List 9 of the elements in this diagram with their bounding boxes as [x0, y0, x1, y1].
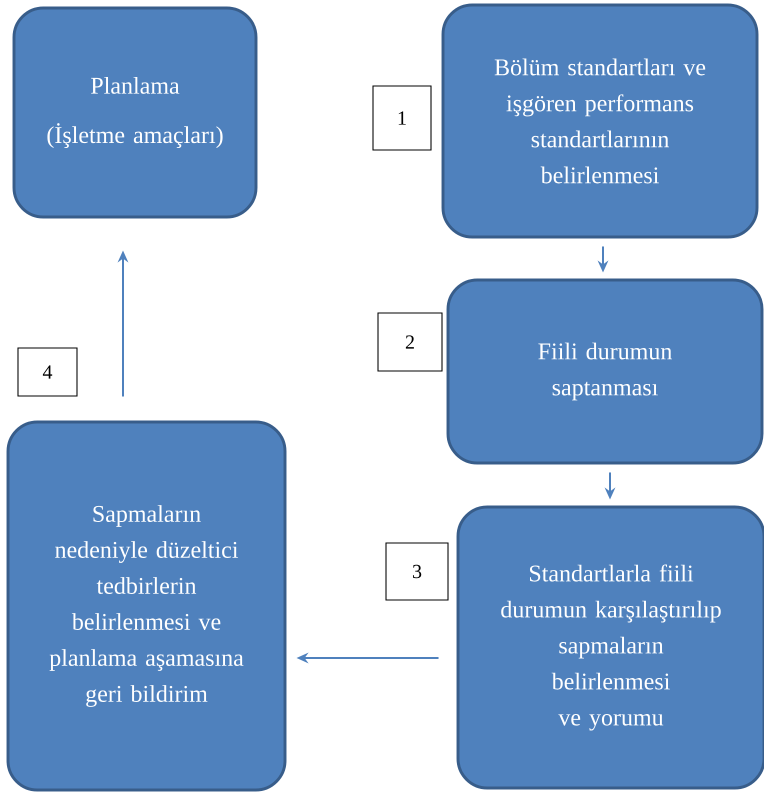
- process-box: Bölüm standartları ve işgören performans standartlarının belirlenmesi: [442, 4, 758, 238]
- step-number-box: 4: [17, 347, 78, 397]
- process-box: Standartlarla fiili durumun karşılaştırılıp sapmaların belirlenmesi ve yorumu: [456, 506, 764, 790]
- step-number-box: 2: [377, 312, 443, 372]
- process-box: Planlama (İşletme amaçları): [12, 6, 258, 218]
- process-box: Sapmaların nedeniyle düzeltici tedbirlerin belirlenmesi ve planlama aşamasına geri bildirim: [6, 420, 286, 792]
- step-number-box: 3: [385, 542, 449, 601]
- process-box: Fiili durumun saptanması: [446, 278, 764, 464]
- step-number-box: 1: [372, 85, 432, 151]
